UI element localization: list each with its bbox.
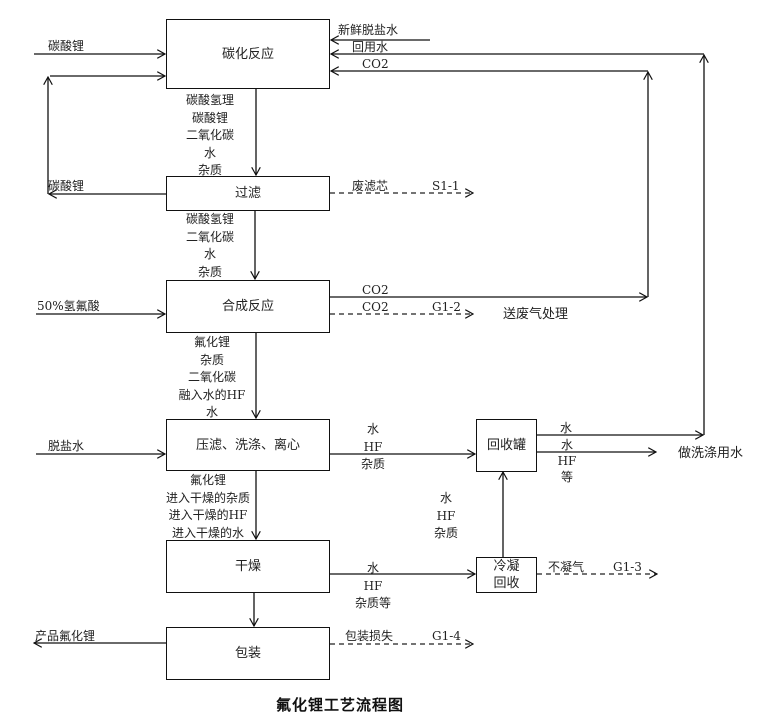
stream-synth-to-wash: 氟化锂 杂质 二氧化碳 融入水的HF 水 xyxy=(168,334,256,422)
label-noncondensable: 不凝气 xyxy=(548,560,585,574)
stream-item: 水 xyxy=(439,491,452,505)
label-wash-water-dest: 做洗涤用水 xyxy=(678,446,744,461)
label-synth-co2-recycle: CO2 xyxy=(362,283,389,297)
label-product: 产品氟化锂 xyxy=(35,629,96,643)
stream-item: 杂质 xyxy=(197,264,222,279)
stream-item: 水 xyxy=(560,438,573,452)
stream-wash-to-recovery: 水 HF 杂质 xyxy=(353,421,393,474)
label-desalted-water: 脱盐水 xyxy=(48,439,85,453)
box-packaging-label: 包装 xyxy=(234,646,261,661)
stream-item: 杂质 xyxy=(197,163,222,177)
stream-item: 杂质等 xyxy=(354,596,391,610)
box-carbonization-label: 碳化反应 xyxy=(221,46,274,62)
stream-item: 杂质 xyxy=(199,352,224,367)
stream-carb-to-filter: 碳酸氢理 碳酸锂 二氧化碳 水 杂质 xyxy=(174,92,246,180)
stream-item: HF等 xyxy=(557,454,577,484)
stream-item: 杂质 xyxy=(433,526,458,540)
stream-item: 杂质 xyxy=(360,457,385,471)
stream-item: 碳酸氢理 xyxy=(185,93,234,107)
stream-wash-to-dry: 氟化锂 进入干燥的杂质 进入干燥的HF 进入干燥的水 xyxy=(158,472,258,542)
label-synth-co2-emission: CO2 xyxy=(362,300,389,314)
box-drying-label: 干燥 xyxy=(234,559,261,574)
box-recovery-tank: 回收罐 xyxy=(476,419,537,472)
label-condense-emission-code: G1-3 xyxy=(613,560,642,574)
label-recovery-out-water: 水 xyxy=(560,421,573,435)
label-packaging-loss: 包装损失 xyxy=(345,629,394,643)
box-filtration: 过滤 xyxy=(166,176,330,211)
box-condense-recovery: 冷凝 回收 xyxy=(476,557,537,593)
stream-filter-to-synth: 碳酸氢锂 二氧化碳 水 杂质 xyxy=(174,211,246,281)
box-packaging: 包装 xyxy=(166,627,330,680)
label-synth-emission-dest: 送废气处理 xyxy=(503,307,569,322)
stream-item: 水 xyxy=(366,422,379,436)
label-filtration-waste-code: S1-1 xyxy=(432,179,460,193)
box-press-wash-centrifuge: 压滤、洗涤、离心 xyxy=(166,419,330,471)
stream-item: 进入干燥的杂质 xyxy=(165,490,250,505)
label-co2-return: CO2 xyxy=(362,57,389,71)
stream-item: 碳酸氢锂 xyxy=(185,212,234,226)
box-press-wash-label: 压滤、洗涤、离心 xyxy=(195,437,300,453)
stream-item: HF xyxy=(363,439,383,454)
box-condense-recovery-label: 冷凝 回收 xyxy=(493,559,520,591)
stream-item: 融入水的HF xyxy=(178,387,246,402)
stream-recovery-wash: 水 HF等 xyxy=(552,437,582,485)
label-synth-emission-code: G1-2 xyxy=(432,300,461,314)
stream-item: 进入干燥的水 xyxy=(171,525,244,540)
box-recovery-tank-label: 回收罐 xyxy=(486,438,526,453)
label-lithium-carbonate-feed: 碳酸锂 xyxy=(48,39,85,53)
label-filtration-waste: 废滤芯 xyxy=(352,179,389,193)
stream-item: 氟化锂 xyxy=(193,335,230,349)
diagram-title: 氟化锂工艺流程图 xyxy=(275,696,404,714)
stream-item: 水 xyxy=(205,405,218,419)
stream-item: 二氧化碳 xyxy=(187,370,236,384)
box-synthesis: 合成反应 xyxy=(166,280,330,333)
stream-item: HF xyxy=(436,508,456,523)
stream-item: 氟化锂 xyxy=(189,473,226,487)
stream-item: 碳酸锂 xyxy=(191,110,228,125)
stream-condense-to-recovery: 水 HF 杂质 xyxy=(426,490,466,543)
stream-item: 进入干燥的HF xyxy=(168,508,248,522)
label-fresh-desalted-water: 新鲜脱盐水 xyxy=(338,23,399,37)
stream-item: 水 xyxy=(366,561,379,575)
stream-item: 二氧化碳 xyxy=(185,229,234,244)
box-synthesis-label: 合成反应 xyxy=(221,299,274,314)
box-carbonization: 碳化反应 xyxy=(166,19,330,89)
label-packaging-loss-code: G1-4 xyxy=(432,629,461,643)
label-hf-50: 50%氢氟酸 xyxy=(37,299,100,313)
stream-dry-to-condense: 水 HF 杂质等 xyxy=(348,560,398,613)
box-drying: 干燥 xyxy=(166,540,330,593)
label-recycled-water: 回用水 xyxy=(352,40,389,54)
stream-item: 二氧化碳 xyxy=(185,128,234,142)
stream-item: 水 xyxy=(203,247,216,261)
stream-item: HF xyxy=(363,578,383,593)
label-filtration-recycle: 碳酸锂 xyxy=(48,179,85,193)
box-filtration-label: 过滤 xyxy=(234,186,261,201)
stream-item: 水 xyxy=(203,145,216,160)
